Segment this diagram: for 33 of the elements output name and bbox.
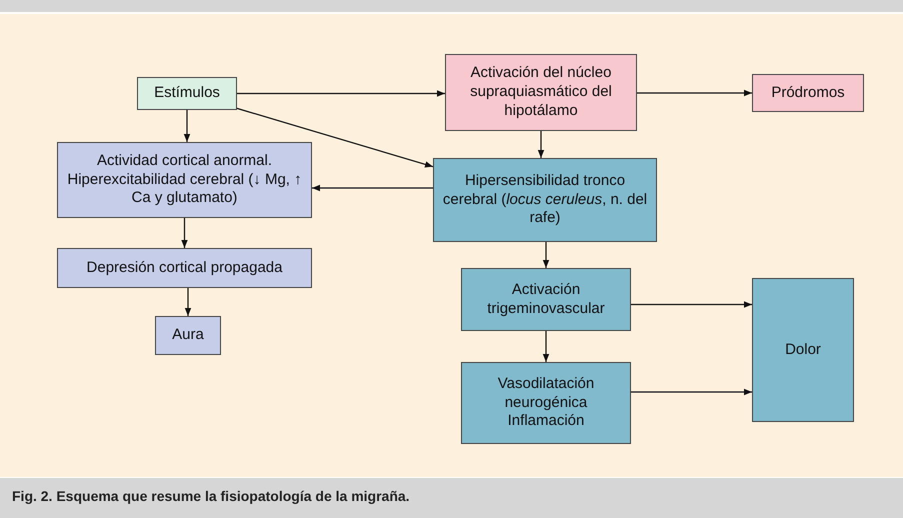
arrow <box>236 108 434 168</box>
box-label: Aura <box>172 326 204 345</box>
arrow <box>542 331 550 362</box>
arrow <box>237 90 445 97</box>
process-box <box>433 158 657 242</box>
arrow <box>542 242 550 268</box>
arrow <box>538 131 544 158</box>
box-label: Pródromos <box>771 84 845 102</box>
box-label: Activación trigeminovascular <box>486 280 606 318</box>
box-label: Actividad cortical anormal. Hiperexcitabilidad cerebral (↓ Mg, ↑ Ca y glutamato) <box>66 152 303 208</box>
process-box <box>461 362 631 444</box>
arrow <box>184 110 190 142</box>
box-label: Dolor <box>785 340 821 360</box>
process-box <box>445 54 637 131</box>
process-box <box>57 142 312 218</box>
arrow <box>631 388 752 396</box>
figure-caption: Fig. 2. Esquema que resume la fisiopatología de la migraña. <box>12 488 410 504</box>
arrow <box>181 218 188 248</box>
arrow <box>312 184 433 192</box>
process-box <box>752 74 864 112</box>
process-box <box>461 268 631 331</box>
box-label: Hipersensibilidad tronco cerebral (locus ceruleus, n. del rafe) <box>442 172 648 228</box>
process-box <box>752 278 854 422</box>
box-label: Vasodilatación neurogénica Inflamación <box>496 374 596 432</box>
box-label: Activación del núcleo supraquiasmático del hipotálamo <box>469 64 613 121</box>
arrow <box>631 301 752 308</box>
box-label: Depresión cortical propagada <box>86 258 282 278</box>
arrow <box>637 90 752 96</box>
arrow <box>184 288 192 316</box>
process-box <box>57 248 312 288</box>
process-box <box>137 77 237 110</box>
process-box <box>155 316 221 355</box>
box-label: Estímulos <box>154 84 220 103</box>
